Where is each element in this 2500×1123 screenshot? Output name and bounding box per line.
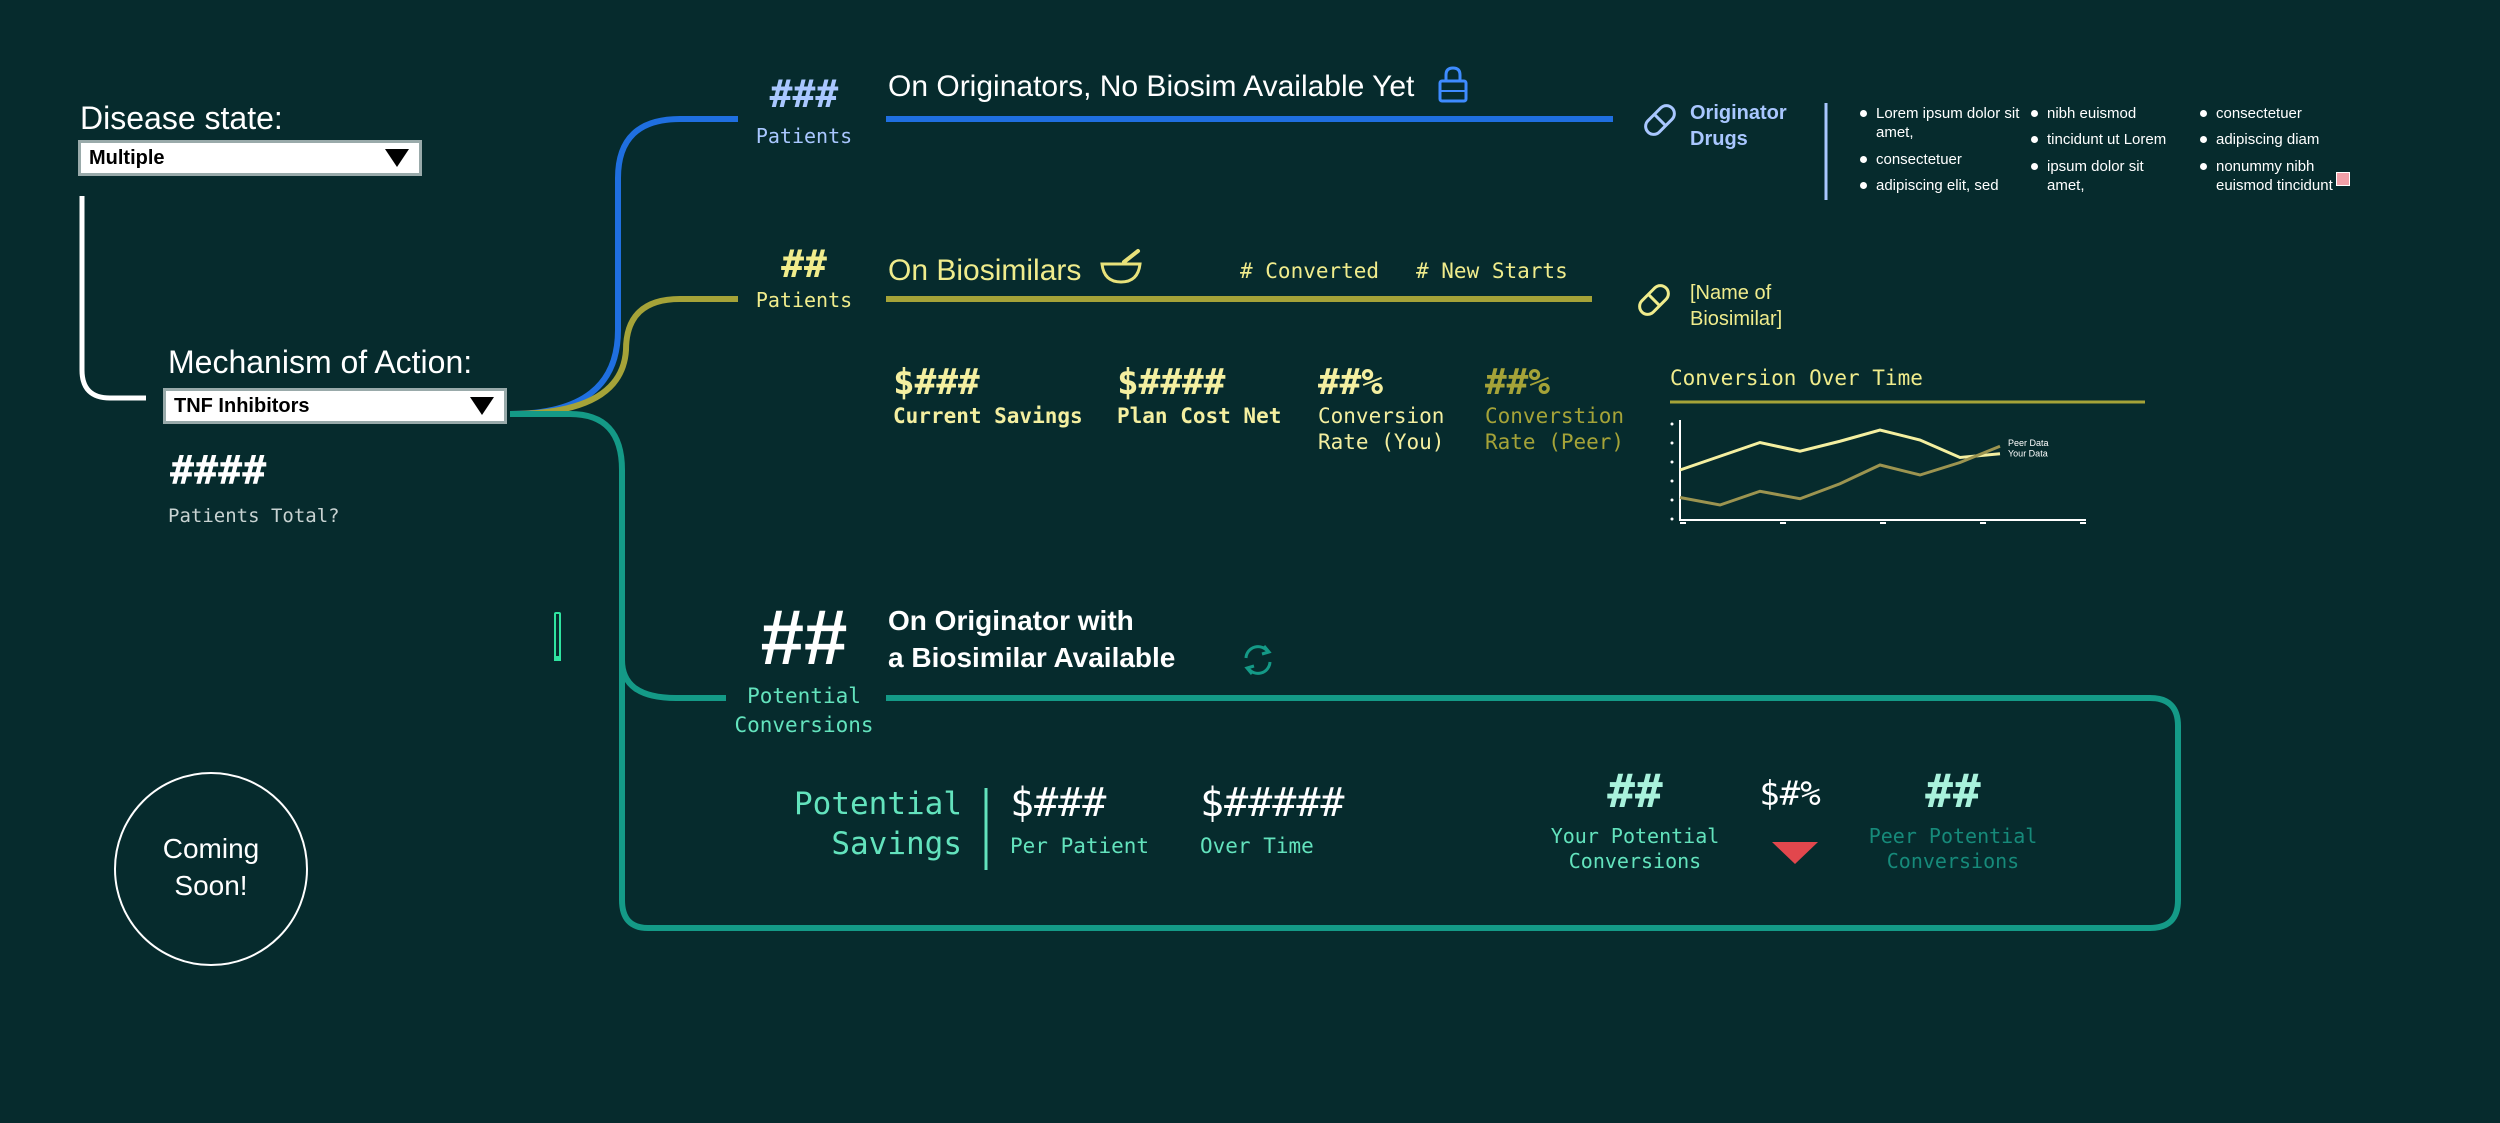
coming-soon-badge <box>114 772 308 966</box>
biosimilars-count: ## <box>781 242 827 286</box>
over-time-stat: $##### Over Time <box>1200 780 1345 858</box>
y-tick <box>1670 422 1674 426</box>
down-triangle-icon <box>1772 842 1818 864</box>
list-item: adipiscing elit, sed <box>1860 176 2026 195</box>
chart-axis <box>1679 420 2086 521</box>
pill-icon <box>1638 284 1670 316</box>
moa-select[interactable]: TNF Inhibitors <box>163 388 507 424</box>
list-item: Lorem ipsum dolor sit amet, <box>1860 104 2026 142</box>
list-item: adipiscing diam <box>2200 130 2366 149</box>
y-tick <box>1670 441 1674 445</box>
mortar-pestle-icon <box>1100 249 1142 284</box>
stat-conversion-rate-you: ##% Conversion Rate (You) <box>1318 362 1445 454</box>
originators-count: ### <box>769 72 839 116</box>
series-line-your-data <box>1679 444 2001 507</box>
list-item: nibh euismod <box>2031 104 2197 123</box>
originator-drugs-label: Originator Drugs <box>1690 102 1787 150</box>
patients-total-value: #### <box>170 448 267 494</box>
series-line-peer-data <box>1679 428 2001 472</box>
originators-count-label: Patients <box>755 124 853 148</box>
biosimilar-name: [Name of Biosimilar] <box>1690 282 1783 330</box>
potential-count: ## <box>760 593 848 681</box>
disease-state-select[interactable]: Multiple <box>78 140 422 176</box>
biosimilars-title: On Biosimilars <box>888 254 1082 287</box>
list-item: consectetuer <box>1860 150 2026 169</box>
potential-savings-label: Potential Savings <box>794 786 962 862</box>
note-marker-icon <box>2336 172 2350 186</box>
disease-state-value: Multiple <box>89 147 165 169</box>
disease-state-label: Disease state: <box>80 100 283 136</box>
converted-label: # Converted <box>1240 259 1380 283</box>
biosimilars-count-label: Patients <box>755 288 853 312</box>
stat-current-savings: $### Current Savings <box>893 362 1083 428</box>
moa-value: TNF Inhibitors <box>174 395 310 417</box>
peer-potential-conversions: ## Peer Potential Conversions <box>1868 764 2038 873</box>
series-label: Your Data <box>2008 448 2048 458</box>
y-tick <box>1670 498 1674 502</box>
series-label: Peer Data <box>2008 438 2049 448</box>
coming-soon-text: Coming Soon! <box>162 833 260 901</box>
pill-icon <box>1644 104 1676 136</box>
y-tick <box>1670 460 1674 464</box>
chevron-down-icon <box>470 397 494 415</box>
lock-icon <box>1438 66 1468 103</box>
stat-plan-cost-net: $#### Plan Cost Net <box>1117 362 1282 428</box>
list-item: ipsum dolor sit amet, <box>2031 157 2167 195</box>
list-item: tincidunt ut Lorem <box>2031 130 2197 149</box>
refresh-icon[interactable] <box>1238 640 1278 680</box>
list-item: nonummy nibh euismod tincidunt <box>2200 157 2366 195</box>
stat-conversion-rate-peer: ##% Converstion Rate (Peer) <box>1485 362 1625 454</box>
chart-title: Conversion Over Time <box>1670 366 1923 390</box>
patients-total-label: Patients Total? <box>168 505 340 527</box>
difference-value: $#% <box>1759 774 1821 814</box>
new-starts-label: # New Starts <box>1416 259 1568 283</box>
alert-icon-dot <box>554 656 561 661</box>
y-tick <box>1670 517 1674 521</box>
your-potential-conversions: ## Your Potential Conversions <box>1550 764 1720 873</box>
alert-icon <box>554 612 561 660</box>
per-patient-stat: $### Per Patient <box>1010 780 1150 858</box>
list-item: consectetuer <box>2200 104 2366 123</box>
y-tick <box>1670 479 1674 483</box>
potential-count-label: Potential Conversions <box>734 684 874 737</box>
moa-label: Mechanism of Action: <box>168 344 473 380</box>
originators-title: On Originators, No Biosim Available Yet <box>888 70 1415 103</box>
chevron-down-icon <box>385 149 409 167</box>
potential-title: On Originator with a Biosimilar Availabl… <box>888 605 1176 673</box>
